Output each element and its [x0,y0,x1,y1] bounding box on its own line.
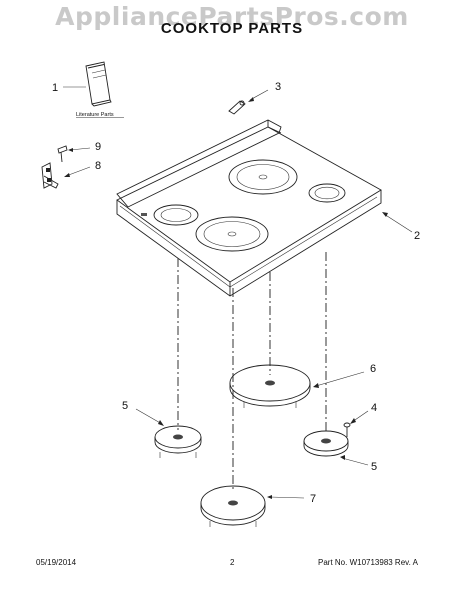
leader-9 [69,147,91,151]
callout-6: 6 [370,363,376,375]
arrow-4 [350,418,356,424]
callout-1: 1 [52,82,58,94]
callout-5-right: 5 [371,461,377,473]
leader-7 [269,496,305,499]
footer-page-number: 2 [230,558,235,567]
cooktop-panel [116,119,382,297]
arrow-3 [248,97,254,102]
part-3-component [228,100,246,115]
element-small-right [303,430,349,457]
leader-2 [383,213,413,233]
arrow-5-right [340,455,345,460]
callout-4: 4 [371,402,377,414]
arrow-5-left [158,420,164,426]
leader-5-right [341,457,369,466]
arrow-9 [68,148,73,152]
part-9-screw [57,145,68,163]
arrow-6 [313,383,319,388]
footer-part-revision: Part No. W10713983 Rev. A [318,558,418,567]
literature-label: Literature Parts [76,112,114,118]
watermark: AppliancePartsPros.com [55,2,409,31]
arrow-2 [382,212,388,217]
page-title: COOKTOP PARTS [160,20,304,37]
callout-5-left: 5 [122,400,128,412]
element-large [229,364,311,408]
callout-7: 7 [310,493,316,505]
callout-8: 8 [95,160,101,172]
leader-5-left [135,408,163,425]
literature-booklet [85,61,112,107]
arrow-8 [64,173,70,177]
footer-date: 05/19/2014 [36,558,77,567]
element-small-left [154,425,202,458]
arrow-7 [267,495,272,499]
screw-4 [343,422,351,437]
part-8-bracket [41,162,59,189]
element-front [200,485,266,527]
callout-9: 9 [95,141,101,153]
leader-8 [65,166,91,177]
callout-3: 3 [275,81,281,93]
leader-6 [315,371,365,387]
callout-2: 2 [414,230,420,242]
